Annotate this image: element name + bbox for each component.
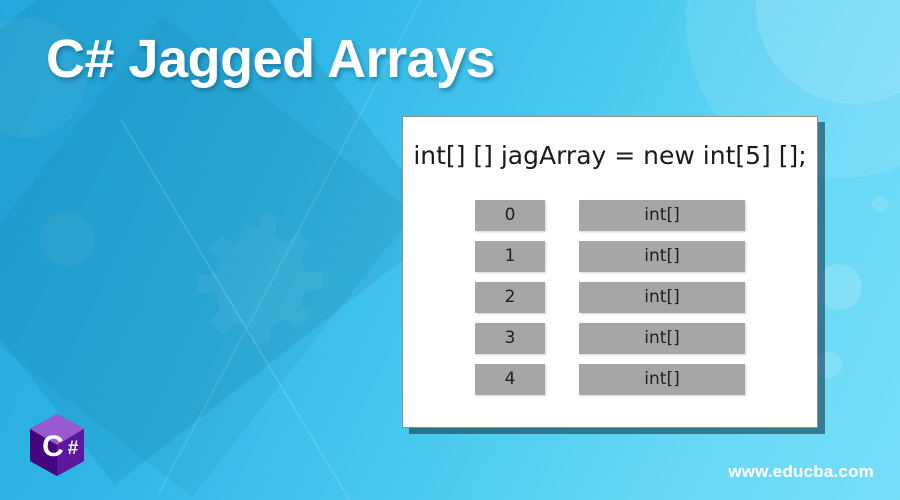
circle-decoration-top-right-inner (756, 0, 900, 104)
page-title: C# Jagged Arrays (46, 29, 496, 89)
bubble-decoration-right-2 (816, 352, 842, 378)
array-value-cell: int[] (579, 200, 745, 231)
svg-text:C: C (42, 430, 64, 463)
table-row: 4 int[] (403, 359, 817, 400)
footer-website-url: www.educba.com (728, 462, 874, 481)
array-index-cell: 1 (475, 241, 545, 272)
array-index-cell: 4 (475, 364, 545, 395)
bubble-decoration-right-3 (872, 196, 888, 212)
array-index-cell: 2 (475, 282, 545, 313)
bubble-decoration-right-1 (816, 264, 862, 310)
circle-decoration-left (40, 212, 94, 266)
table-row: 0 int[] (403, 195, 817, 236)
jagged-array-table: 0 int[] 1 int[] 2 int[] 3 int[] 4 (403, 195, 817, 400)
light-streak-1 (120, 118, 390, 500)
diagram-panel: int[] [] jagArray = new int[5] []; 0 int… (402, 116, 818, 428)
table-row: 2 int[] (403, 277, 817, 318)
array-value-cell: int[] (579, 323, 745, 354)
gear-watermark-icon (197, 212, 323, 344)
svg-text:#: # (68, 438, 79, 459)
array-value-cell: int[] (579, 282, 745, 313)
array-index-cell: 0 (475, 200, 545, 231)
table-row: 1 int[] (403, 236, 817, 277)
table-row: 3 int[] (403, 318, 817, 359)
csharp-logo-icon: C # (30, 414, 84, 476)
array-index-cell: 3 (475, 323, 545, 354)
code-declaration-text: int[] [] jagArray = new int[5] []; (413, 141, 807, 170)
array-value-cell: int[] (579, 241, 745, 272)
array-value-cell: int[] (579, 364, 745, 395)
